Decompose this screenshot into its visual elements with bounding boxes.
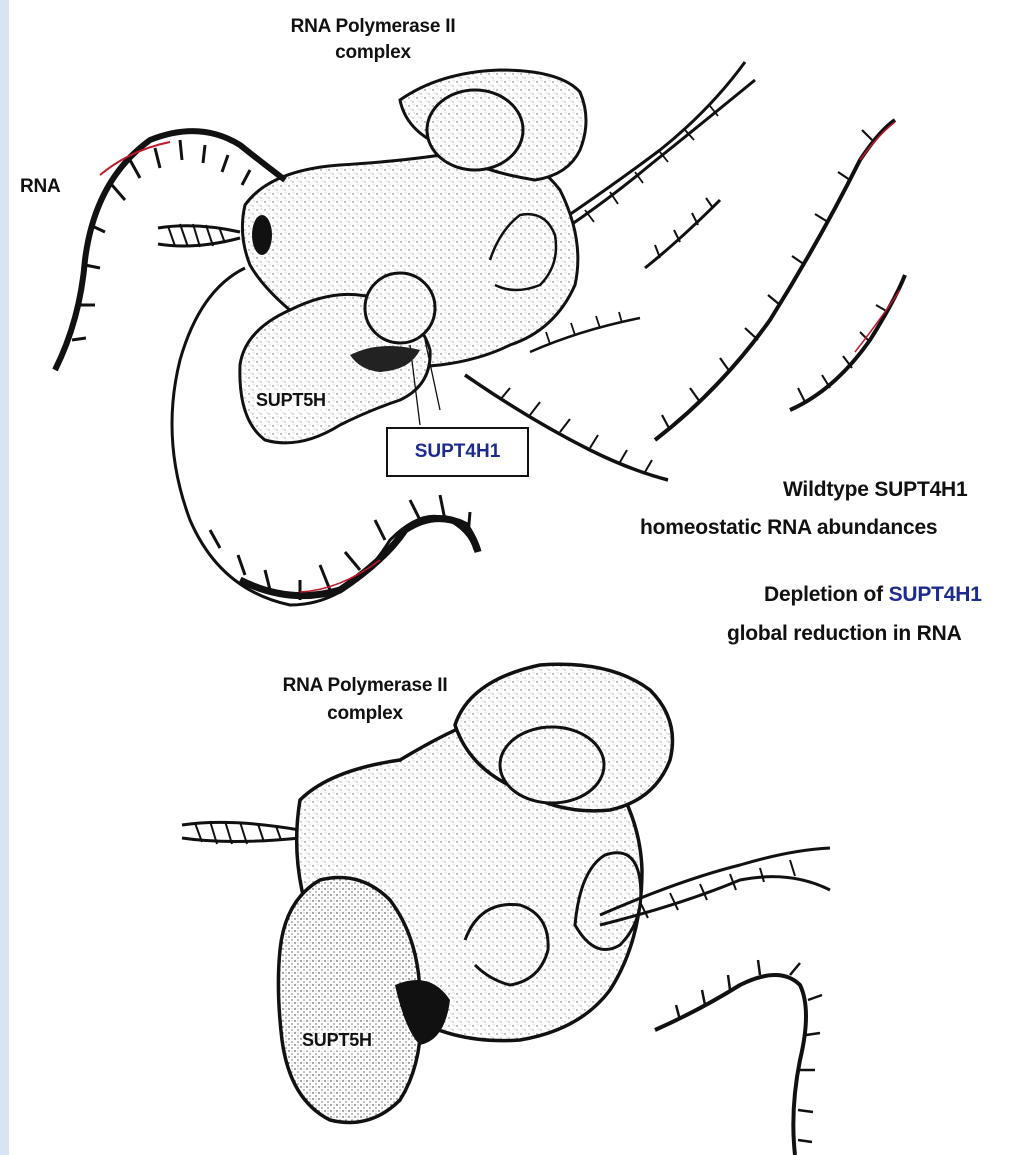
free-rna-strands <box>530 120 905 440</box>
bottom-rna-strand <box>655 960 822 1155</box>
bottom-cap-inner <box>500 727 604 803</box>
wildtype-prefix: Wildtype <box>783 478 874 501</box>
top-polymerase-label-line2: complex <box>248 40 498 66</box>
top-supt4h1-knob <box>365 273 435 343</box>
depletion-line2: global reduction in RNA <box>727 622 962 646</box>
bottom-dna-left <box>182 821 300 844</box>
wildtype-line1: Wildtype SUPT4H1 <box>783 478 968 502</box>
top-polymerase-label: RNA Polymerase II complex <box>248 14 498 66</box>
top-dna-entry <box>252 215 272 255</box>
rna-label: RNA <box>20 176 61 198</box>
bottom-complex <box>182 664 830 1155</box>
top-supt5h-label: SUPT5H <box>256 390 326 411</box>
wildtype-gene: SUPT4H1 <box>874 478 967 501</box>
depletion-line1: Depletion of SUPT4H1 <box>764 583 982 607</box>
wildtype-line2: homeostatic RNA abundances <box>640 516 937 540</box>
bottom-supt5h-label: SUPT5H <box>302 1030 372 1051</box>
supt4h1-boxed-label: SUPT4H1 <box>386 427 529 477</box>
bottom-polymerase-label-line1: RNA Polymerase II <box>240 672 490 700</box>
top-cap-inner <box>427 90 523 170</box>
depletion-prefix: Depletion of <box>764 583 889 606</box>
bottom-polymerase-label-line2: complex <box>240 700 490 728</box>
top-dna-left <box>158 224 240 247</box>
bottom-polymerase-label: RNA Polymerase II complex <box>240 672 490 728</box>
top-polymerase-label-line1: RNA Polymerase II <box>248 14 498 40</box>
depletion-gene: SUPT4H1 <box>889 583 982 606</box>
